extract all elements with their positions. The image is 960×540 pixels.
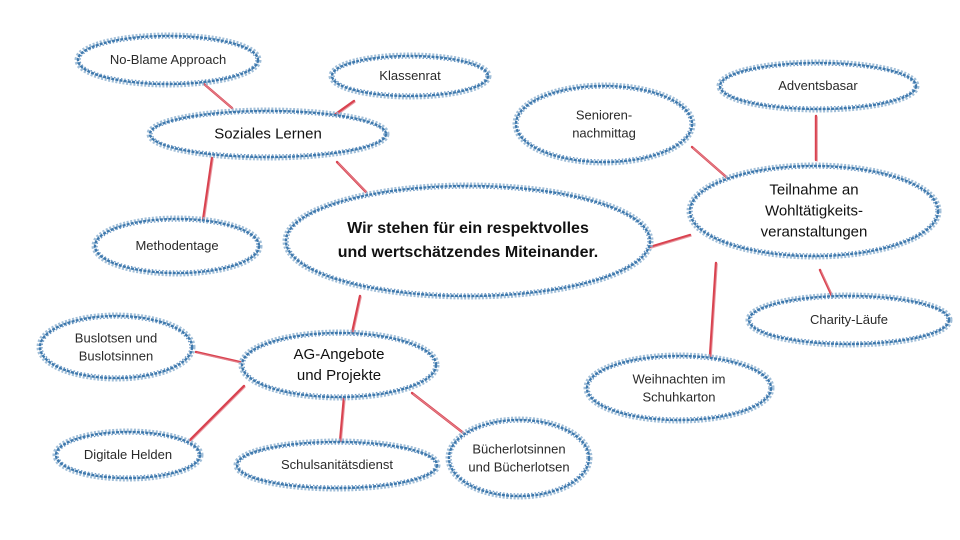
connector-line (648, 233, 692, 249)
connector-line-texture (204, 84, 234, 110)
node-ellipse-wohltaetigkeit (686, 162, 942, 260)
connector-line-texture (710, 263, 718, 358)
ellipse-stroke (514, 84, 694, 164)
connector-line-texture (190, 386, 246, 442)
ellipse-stroke (718, 61, 918, 111)
connector-line-texture (352, 296, 362, 335)
connector-line-texture (203, 158, 214, 222)
node-ellipse-buecherlotsen (445, 416, 593, 500)
ellipse-stroke (41, 317, 191, 377)
ellipse-stroke (447, 418, 591, 498)
ellipse-stroke (76, 34, 260, 86)
connector-line (188, 384, 246, 442)
ellipse-stroke (148, 109, 388, 159)
ellipse-stroke (585, 354, 773, 422)
ellipse-stroke (747, 294, 951, 346)
connector-lines (188, 82, 834, 444)
connector-line-texture (820, 270, 834, 298)
ellipse-stroke (243, 334, 435, 396)
connector-line (194, 350, 242, 364)
node-ellipse-klassenrat (328, 52, 492, 100)
ellipse-stroke (151, 112, 385, 156)
ellipse-stroke (235, 440, 439, 490)
ellipse-stroke (330, 54, 490, 98)
connector-line (331, 99, 356, 118)
connector-line (818, 268, 834, 298)
ellipse-stroke (517, 87, 691, 161)
node-ellipse-digitale-helden (52, 428, 204, 482)
ellipse-stroke (238, 443, 436, 487)
connector-line (350, 294, 362, 335)
connector-line-texture (650, 235, 692, 249)
node-ellipse-adventsbasar (716, 59, 920, 113)
node-ellipses (36, 32, 953, 500)
connector-line-texture (196, 352, 242, 364)
ellipse-stroke (96, 220, 258, 272)
ellipse-stroke (79, 37, 257, 83)
node-ellipse-center (282, 182, 654, 300)
connector-line-texture (412, 393, 468, 437)
ellipse-stroke (691, 167, 937, 255)
connector-line-texture (337, 162, 368, 194)
ellipse-stroke (240, 331, 438, 399)
node-ellipse-no-blame (74, 32, 262, 88)
ellipse-stroke (333, 57, 487, 95)
ellipse-stroke (284, 184, 652, 298)
ellipse-stroke (588, 357, 770, 419)
connector-line (708, 261, 718, 358)
node-ellipse-weihnachten (583, 352, 775, 424)
node-ellipse-ag-angebote (238, 329, 440, 401)
ellipse-stroke (287, 187, 649, 295)
node-ellipse-charity-laeufe (745, 292, 953, 348)
ellipse-stroke (54, 430, 202, 480)
connector-line-texture (340, 397, 346, 444)
ellipse-stroke (721, 64, 915, 108)
ellipse-stroke (93, 217, 261, 275)
node-ellipse-seniorennachmittag (512, 82, 696, 166)
node-ellipse-soziales-lernen (146, 107, 390, 161)
node-ellipse-buslotsen (36, 312, 196, 382)
connector-line (201, 156, 214, 222)
ellipse-stroke (750, 297, 948, 343)
connector-line (338, 395, 346, 444)
ellipse-stroke (38, 314, 194, 380)
node-ellipse-schulsanitaetsdienst (233, 438, 441, 492)
ellipse-stroke (57, 433, 199, 477)
node-ellipse-methodentage (91, 215, 263, 277)
ellipse-stroke (688, 164, 940, 258)
ellipse-stroke (450, 421, 588, 495)
